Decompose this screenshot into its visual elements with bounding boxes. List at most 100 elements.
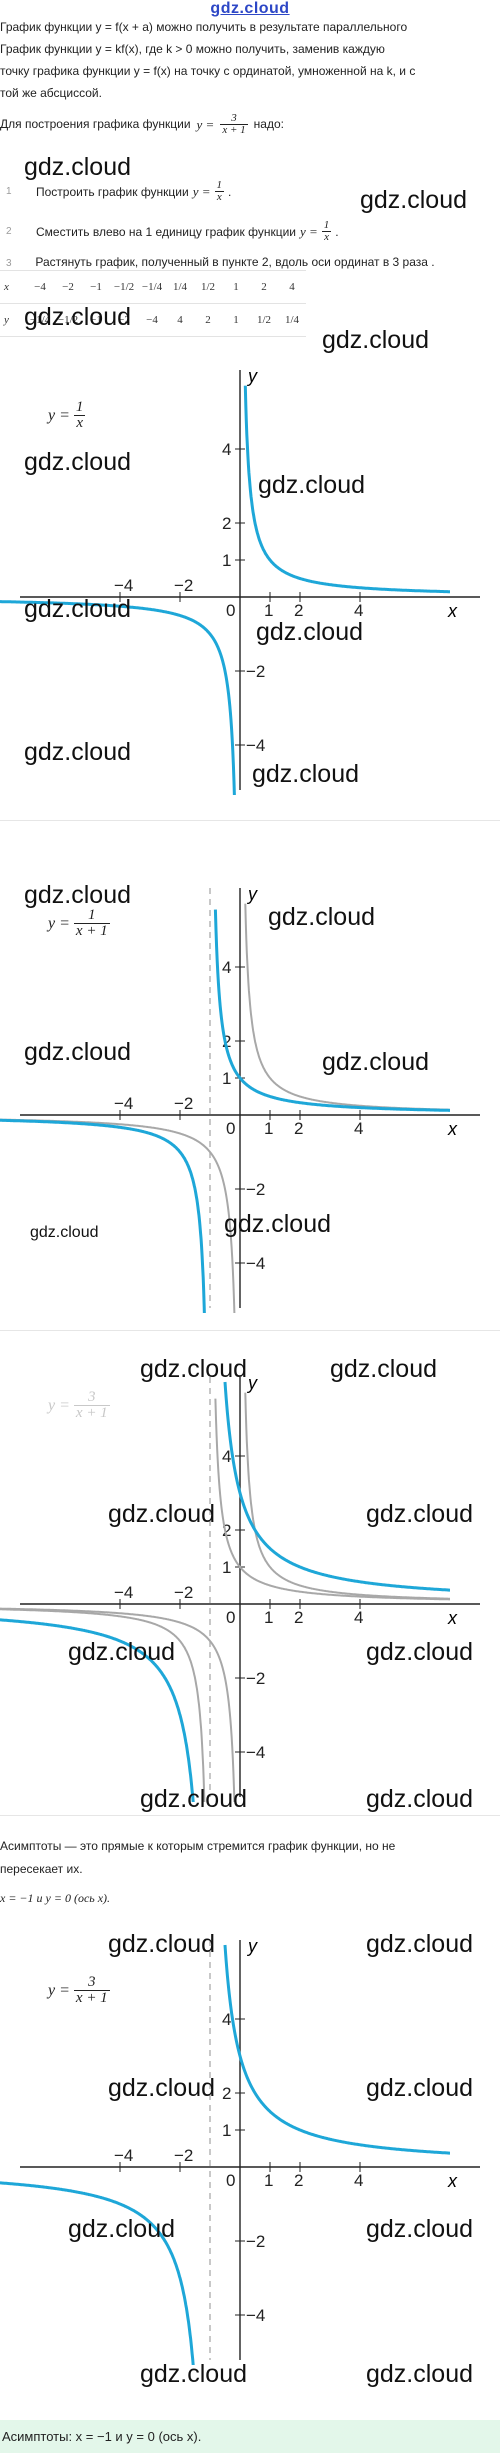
watermark: gdz.cloud bbox=[24, 1038, 132, 1066]
x-tick-label: 1 bbox=[264, 1608, 273, 1627]
table-cell: 1/4 bbox=[278, 303, 306, 337]
label-lhs: y = bbox=[48, 914, 70, 932]
series-line-left-branch bbox=[0, 600, 236, 795]
watermark: gdz.cloud bbox=[268, 903, 376, 931]
table-cell: −1/4 bbox=[26, 303, 54, 337]
watermark: gdz.cloud bbox=[24, 153, 132, 181]
x-tick-label: 2 bbox=[294, 2171, 303, 2190]
x-tick-label: 2 bbox=[294, 1608, 303, 1627]
x-tick-label: −4 bbox=[114, 1583, 133, 1602]
frac-num: 1 bbox=[214, 179, 225, 192]
watermark: gdz.cloud bbox=[24, 595, 132, 623]
table-cell: 1/2 bbox=[194, 270, 222, 304]
watermark: gdz.cloud bbox=[24, 448, 132, 476]
x-tick-label: 1 bbox=[264, 2171, 273, 2190]
series-line-right-branch bbox=[244, 1392, 450, 1600]
x-axis-label: x bbox=[447, 1608, 458, 1628]
watermark: gdz.cloud bbox=[258, 471, 366, 499]
frac-den: x bbox=[324, 231, 329, 243]
y-tick-label: 2 bbox=[222, 1032, 231, 1051]
x-tick-label: −2 bbox=[174, 2146, 193, 2165]
y-tick-label: −2 bbox=[246, 1669, 265, 1688]
x-tick-label: 2 bbox=[294, 1119, 303, 1138]
brand-link[interactable]: gdz.cloud bbox=[210, 0, 290, 17]
step-text: Построить график функции bbox=[36, 184, 189, 199]
watermark: gdz.cloud bbox=[366, 1500, 474, 1528]
frac-den: x bbox=[216, 191, 222, 203]
y-tick-label: −2 bbox=[246, 2232, 265, 2251]
step-2: 2 Сместить влево на 1 единицу график фун… bbox=[0, 220, 339, 243]
x-tick-label: −4 bbox=[114, 1094, 133, 1113]
y-tick-label: 1 bbox=[222, 1069, 231, 1088]
table-cell: −4 bbox=[138, 303, 166, 337]
x-axis-label: x bbox=[447, 1119, 458, 1139]
label-num: 1 bbox=[73, 399, 86, 416]
x-tick-label: 4 bbox=[354, 1608, 363, 1627]
label-num: 3 bbox=[73, 1975, 110, 1991]
series-line-right-branch bbox=[223, 1944, 450, 2155]
series-line-left-branch bbox=[0, 2181, 195, 2365]
task-function-num: 3 bbox=[220, 113, 248, 125]
theory-line-3: точку графика функции y = f(x) на точку … bbox=[0, 64, 416, 78]
watermark: gdz.cloud bbox=[30, 1224, 99, 1241]
y-tick-label: 4 bbox=[222, 1447, 231, 1466]
task-function-den: x + 1 bbox=[222, 124, 246, 136]
x-tick-label: −4 bbox=[114, 2146, 133, 2165]
watermark: gdz.cloud bbox=[24, 881, 132, 909]
values-table: x −4 −2 −1 −1/2 −1/4 1/4 1/2 1 2 4 y −1/… bbox=[0, 270, 306, 337]
y-tick-label: 1 bbox=[222, 551, 231, 570]
series-line-right-branch bbox=[223, 1381, 450, 1592]
watermark: gdz.cloud bbox=[366, 1785, 474, 1813]
table-cell: 2 bbox=[250, 270, 278, 304]
x-tick-label: −2 bbox=[174, 1583, 193, 1602]
watermark: gdz.cloud bbox=[68, 1638, 176, 1666]
y-tick-label: 4 bbox=[222, 440, 231, 459]
watermark: gdz.cloud bbox=[252, 760, 360, 788]
label-lhs: y = bbox=[48, 1396, 70, 1414]
divider bbox=[0, 1815, 500, 1816]
x-tick-label: 4 bbox=[354, 2171, 363, 2190]
table-cell: −2 bbox=[54, 270, 82, 304]
series-line-right-branch bbox=[243, 385, 450, 594]
y-tick-label: −2 bbox=[246, 662, 265, 681]
watermark: gdz.cloud bbox=[140, 1355, 248, 1383]
frac-num: 1 bbox=[321, 219, 332, 232]
watermark: gdz.cloud bbox=[24, 738, 132, 766]
y-tick-label: −2 bbox=[246, 1180, 265, 1199]
label-num: 1 bbox=[73, 908, 110, 924]
x-tick-label: 0 bbox=[226, 601, 235, 620]
step-number: 3 bbox=[6, 258, 12, 269]
table-cell: −2 bbox=[110, 303, 138, 337]
table-cell: −1 bbox=[82, 303, 110, 337]
watermark: gdz.cloud bbox=[366, 2360, 474, 2388]
asymptote-equations: x = −1 и y = 0 (ось x). bbox=[0, 1891, 111, 1905]
table-header-x: x bbox=[0, 270, 26, 304]
step-math: y = bbox=[192, 183, 211, 199]
table-cell: −1/2 bbox=[54, 303, 82, 337]
x-tick-label: −2 bbox=[174, 576, 193, 595]
y-tick-label: −4 bbox=[246, 1743, 265, 1762]
watermark: gdz.cloud bbox=[108, 1500, 216, 1528]
x-tick-label: 0 bbox=[226, 2171, 235, 2190]
table-cell: 1 bbox=[222, 303, 250, 337]
y-tick-label: −4 bbox=[246, 1254, 265, 1273]
watermark: gdz.cloud bbox=[24, 303, 132, 331]
x-tick-label: 0 bbox=[226, 1119, 235, 1138]
watermark: gdz.cloud bbox=[366, 2074, 474, 2102]
task-function-lhs: y = bbox=[196, 117, 215, 132]
y-tick-label: −4 bbox=[246, 736, 265, 755]
theory-line-1: График функции y = f(x + a) можно получи… bbox=[0, 20, 408, 34]
watermark: gdz.cloud bbox=[366, 1638, 474, 1666]
y-tick-label: 2 bbox=[222, 2084, 231, 2103]
step-text: Сместить влево на 1 единицу график функц… bbox=[36, 224, 296, 239]
watermark: gdz.cloud bbox=[330, 1355, 438, 1383]
table-row-y: y −1/4 −1/2 −1 −2 −4 4 2 1 1/2 1/4 bbox=[0, 303, 306, 337]
step-text: Растянуть график, полученный в пункте 2,… bbox=[35, 255, 435, 269]
divider bbox=[0, 820, 500, 821]
